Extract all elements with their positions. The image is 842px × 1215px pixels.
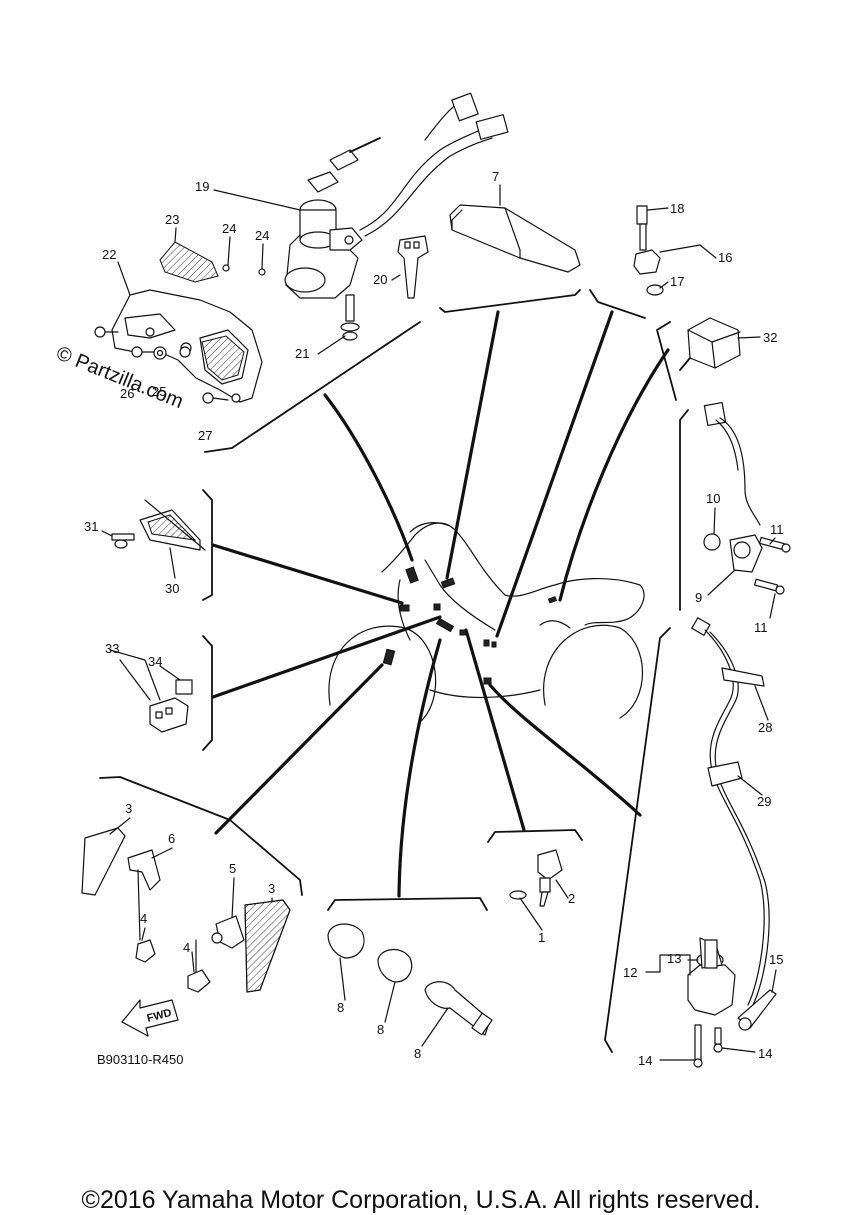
group-brackets	[99, 289, 689, 1053]
connector-33	[149, 679, 193, 733]
copyright-notice: ©2016 Yamaha Motor Corporation, U.S.A. A…	[81, 1186, 761, 1214]
callout-4a: 4	[140, 911, 147, 926]
callout-20: 20	[373, 272, 387, 287]
motorcycle-silhouette	[328, 522, 645, 723]
callout-17: 17	[670, 274, 684, 289]
callout-3a: 3	[125, 801, 132, 816]
callout-32: 32	[763, 330, 777, 345]
callout-8c: 8	[414, 1046, 421, 1061]
callout-13: 13	[667, 951, 681, 966]
ecu-unit	[449, 204, 581, 273]
callout-23: 23	[165, 212, 179, 227]
switch-1-2	[509, 849, 563, 907]
leader-lines	[211, 310, 670, 898]
callout-3b: 3	[268, 881, 275, 896]
callout-14a: 14	[638, 1053, 652, 1068]
relay-32	[679, 317, 741, 371]
callout-12: 12	[623, 965, 637, 980]
bracket-assembly	[94, 241, 266, 404]
horn-30	[111, 499, 206, 551]
bulb-group-8	[327, 923, 493, 1036]
callout-28: 28	[758, 720, 772, 735]
callout-24b: 24	[255, 228, 269, 243]
callout-10: 10	[706, 491, 720, 506]
fuel-pump-assembly	[687, 617, 777, 1068]
callout-33: 33	[105, 641, 119, 656]
callout-21: 21	[295, 346, 309, 361]
callout-9: 9	[695, 590, 702, 605]
callout-27: 27	[198, 428, 212, 443]
callout-16: 16	[718, 250, 732, 265]
callout-5: 5	[229, 861, 236, 876]
callout-8b: 8	[377, 1022, 384, 1037]
callout-1: 1	[538, 930, 545, 945]
reflector-group: FWD	[81, 827, 291, 1037]
callout-24a: 24	[222, 221, 236, 236]
callouts: 19 7 18 23 24 24 22 16 17 20 32 21 25 26…	[84, 169, 784, 1068]
reference-code: B903110-R450	[97, 1052, 184, 1067]
callout-34: 34	[148, 654, 162, 669]
callout-4b: 4	[183, 940, 190, 955]
callout-19: 19	[195, 179, 209, 194]
callout-18: 18	[670, 201, 684, 216]
callout-14b: 14	[758, 1046, 772, 1061]
callout-ticks	[101, 184, 777, 1061]
callout-2: 2	[568, 891, 575, 906]
callout-15: 15	[769, 952, 783, 967]
callout-6: 6	[168, 831, 175, 846]
callout-29: 29	[757, 794, 771, 809]
callout-30: 30	[165, 581, 179, 596]
callout-22: 22	[102, 247, 116, 262]
callout-25: 25	[152, 384, 166, 399]
callout-7: 7	[492, 169, 499, 184]
callout-11b: 11	[754, 620, 768, 635]
ignition-switch-assembly	[284, 92, 509, 341]
callout-11a: 11	[770, 522, 784, 537]
callout-31: 31	[84, 519, 98, 534]
bolt-16-18	[633, 205, 664, 296]
sensor-9	[703, 401, 791, 595]
callout-8a: 8	[337, 1000, 344, 1015]
callout-26: 26	[120, 386, 134, 401]
